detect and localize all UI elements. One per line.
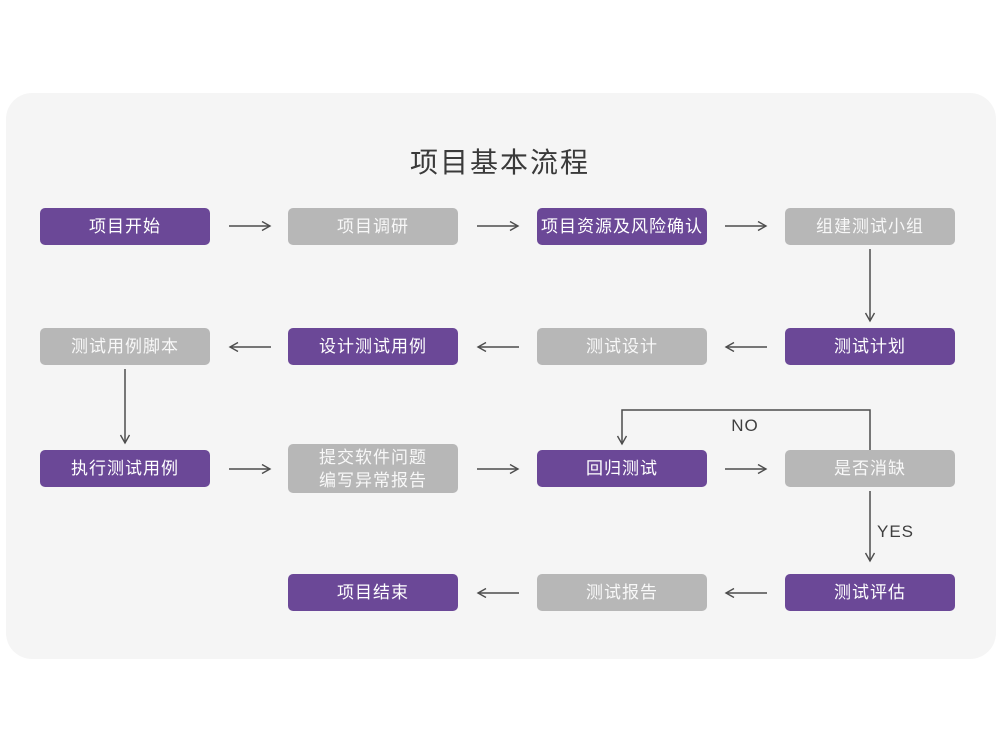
node-test-evaluation: 测试评估 xyxy=(785,574,955,611)
diagram-title: 项目基本流程 xyxy=(409,147,590,178)
node-build-test-team: 组建测试小组 xyxy=(785,208,955,245)
node-test-design: 测试设计 xyxy=(537,328,707,365)
node-execute-test-case: 执行测试用例 xyxy=(40,450,210,487)
node-project-start: 项目开始 xyxy=(40,208,210,245)
node-test-plan: 测试计划 xyxy=(785,328,955,365)
node-defect-cleared: 是否消缺 xyxy=(785,450,955,487)
node-submit-issue-report: 提交软件问题 编写异常报告 xyxy=(288,444,458,493)
edge-label-no: NO xyxy=(731,416,759,435)
node-design-test-case: 设计测试用例 xyxy=(288,328,458,365)
flowchart-card-background xyxy=(6,93,996,659)
node-project-end: 项目结束 xyxy=(288,574,458,611)
node-regression-test: 回归测试 xyxy=(537,450,707,487)
edge-label-yes: YES xyxy=(877,522,915,541)
node-test-case-script: 测试用例脚本 xyxy=(40,328,210,365)
node-test-report: 测试报告 xyxy=(537,574,707,611)
node-resource-risk-confirm: 项目资源及风险确认 xyxy=(537,208,707,245)
node-project-research: 项目调研 xyxy=(288,208,458,245)
